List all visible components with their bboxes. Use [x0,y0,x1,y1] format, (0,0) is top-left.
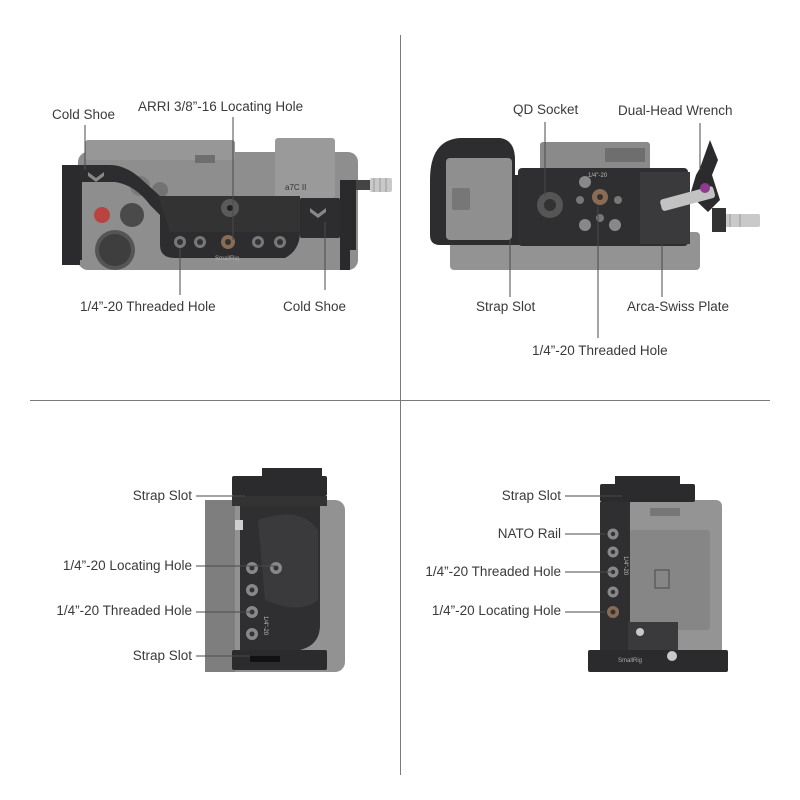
bottom-right-camera-cage-illustration: 1/4"-20 SmallRig [565,476,728,672]
horizontal-divider [30,400,770,401]
top-right-camera-cage-illustration: 1/4"-20 [430,122,760,338]
label-nato-rail: NATO Rail [497,526,561,541]
label-threaded-hole-top-right: 1/4”-20 Threaded Hole [532,343,668,358]
thread-engraving: 1/4"-20 [588,173,608,179]
label-qd-socket: QD Socket [513,102,579,117]
label-threaded-hole-bottom-right: 1/4”-20 Threaded Hole [425,564,561,579]
label-strap-slot-top-bottom-left: Strap Slot [132,488,192,503]
model-engraving: a7C II [285,183,306,192]
label-locating-hole-bottom-right: 1/4”-20 Locating Hole [431,603,561,618]
label-dual-head-wrench: Dual-Head Wrench [618,103,733,118]
bottom-left-camera-cage-illustration: 1/4"-20 [196,468,345,672]
brand-engraving: SmallRig [215,256,239,262]
label-strap-slot-bottom-bottom-left: Strap Slot [132,648,192,663]
label-cold-shoe-left: Cold Shoe [52,107,116,122]
label-cold-shoe-right: Cold Shoe [283,299,347,314]
label-strap-slot-top-right: Strap Slot [476,299,536,314]
label-arca-swiss-plate: Arca-Swiss Plate [627,299,730,314]
top-left-camera-cage-illustration: a7C II SmallRig [62,117,392,295]
thread-engraving: 1/4"-20 [622,556,628,576]
thread-engraving: 1/4"-20 [262,616,268,636]
label-arri-locating-hole: ARRI 3/8”-16 Locating Hole [138,99,304,114]
label-strap-slot-bottom-right: Strap Slot [501,488,561,503]
brand-engraving: SmallRig [618,658,642,664]
label-threaded-hole-bottom-left: 1/4”-20 Threaded Hole [56,603,192,618]
vertical-divider [400,35,401,775]
label-threaded-hole-top-left: 1/4”-20 Threaded Hole [80,299,216,314]
label-locating-hole-bottom-left: 1/4”-20 Locating Hole [62,558,192,573]
